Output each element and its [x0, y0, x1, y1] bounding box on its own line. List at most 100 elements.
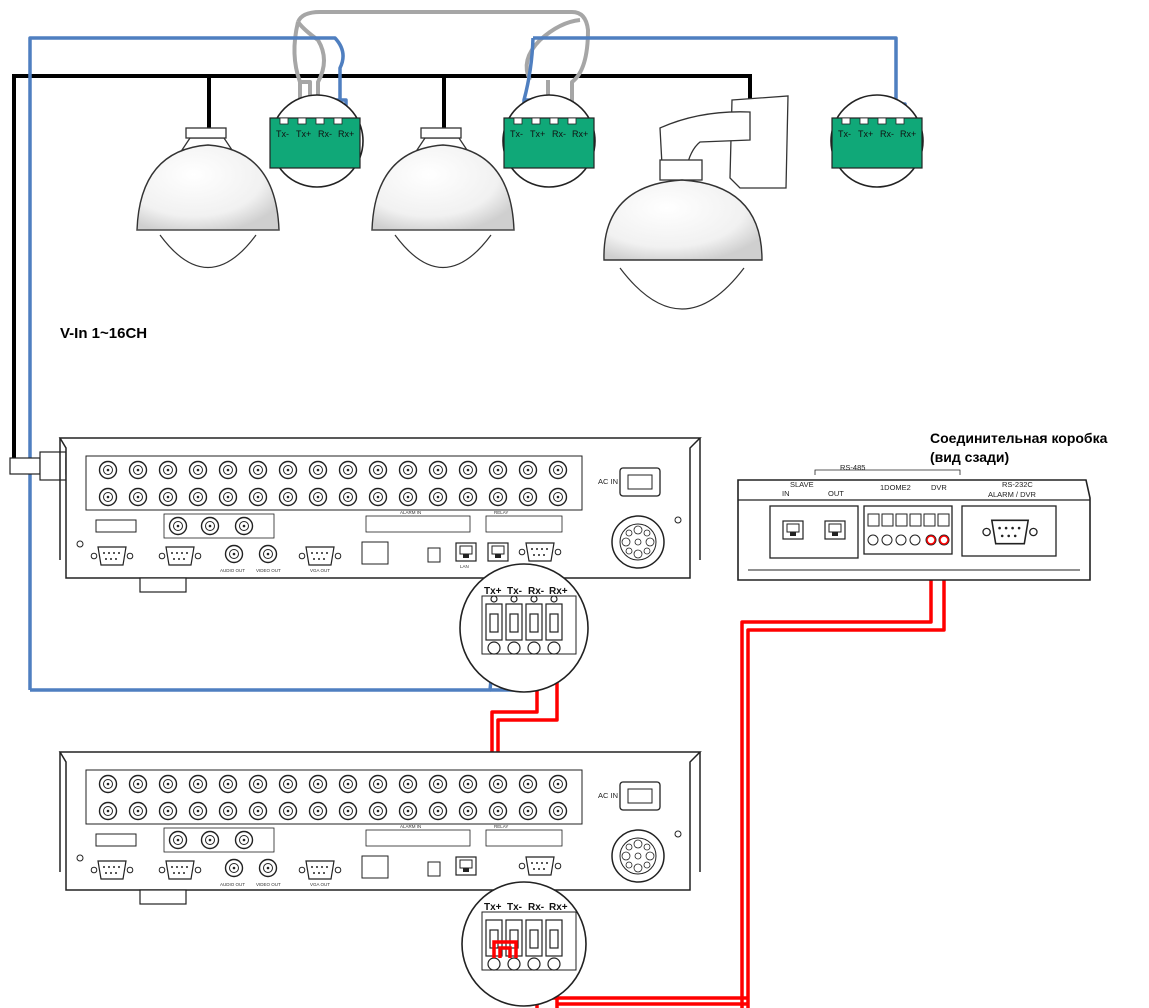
dvr-1-terminal-zoom: Tx+ Tx- Rx- Rx+ [459, 563, 589, 693]
video-input-bnc-icon [248, 460, 268, 480]
video-input-bnc-icon [218, 774, 238, 794]
video-input-bnc-icon [548, 801, 568, 821]
video-input-bnc-icon [488, 774, 508, 794]
dvr-1-lan-label: LAN [460, 564, 469, 569]
dvr-1-rx-plus-label: Rx+ [549, 586, 568, 597]
video-input-bnc-icon [458, 774, 478, 794]
video-input-bnc-icon [188, 801, 208, 821]
camera-3-rx-minus-label: Rx- [880, 129, 894, 139]
video-input-bnc-icon [128, 801, 148, 821]
video-input-label: V-In 1~16CH [60, 325, 147, 342]
video-input-bnc-icon [98, 460, 118, 480]
video-input-bnc-icon [488, 460, 508, 480]
video-input-bnc-icon [488, 487, 508, 507]
dvr-1-tx-minus-label: Tx- [507, 586, 522, 597]
dome-camera-3-wallmount [603, 95, 789, 310]
dvr-2-relay-label: RELAY [494, 824, 508, 829]
video-input-bnc-icon [428, 487, 448, 507]
video-input-bnc-icon [548, 774, 568, 794]
video-input-bnc-icon [458, 801, 478, 821]
video-input-bnc-icon [308, 801, 328, 821]
dvr-2-rx-minus-label: Rx- [528, 902, 544, 913]
dvr-2-terminal-zoom: Tx+ Tx- Rx- Rx+ [461, 881, 587, 1007]
dvr-1-video-out-label: VIDEO OUT [256, 568, 281, 573]
tx-cable-gray [292, 10, 590, 119]
junction-alarm-dvr-label: ALARM / DVR [988, 490, 1037, 499]
video-input-bnc-icon [428, 774, 448, 794]
junction-dvr-label: DVR [931, 483, 947, 492]
video-input-bnc-icon [98, 801, 118, 821]
dvr-unit-2: AC IN AUDIO OUT VIDEO OUT VGA OUT ALARM … [58, 751, 702, 905]
camera-1-rx-plus-label: Rx+ [338, 129, 354, 139]
junction-rs485-label: RS-485 [840, 463, 865, 472]
video-input-bnc-icon [158, 801, 178, 821]
junction-in-label: IN [782, 489, 790, 498]
video-input-bnc-icon [218, 801, 238, 821]
video-input-bnc-icon [398, 487, 418, 507]
dvr-2-vga-out-label: VGA OUT [310, 882, 330, 887]
dvr-1-audio-out-label: AUDIO OUT [220, 568, 245, 573]
camera-3-terminal-zoom: Tx- Tx+ Rx- Rx+ [830, 94, 924, 188]
video-input-bnc-icon [278, 774, 298, 794]
dvr-1-vga-out-label: VGA OUT [310, 568, 330, 573]
video-input-bnc-icon [338, 460, 358, 480]
dvr-2-video-out-label: VIDEO OUT [256, 882, 281, 887]
video-input-bnc-icon [158, 487, 178, 507]
video-input-bnc-icon [128, 774, 148, 794]
camera-2-rx-minus-label: Rx- [552, 129, 566, 139]
camera-2-tx-minus-label: Tx- [510, 129, 523, 139]
camera-3-tx-minus-label: Tx- [838, 129, 851, 139]
camera-2-rx-plus-label: Rx+ [572, 129, 588, 139]
video-input-bnc-icon [98, 774, 118, 794]
video-input-bnc-icon [368, 774, 388, 794]
video-input-bnc-icon [218, 460, 238, 480]
video-input-bnc-icon [368, 460, 388, 480]
video-input-bnc-icon [518, 774, 538, 794]
dvr-1-rx-minus-label: Rx- [528, 586, 544, 597]
video-input-bnc-icon [458, 460, 478, 480]
video-input-bnc-icon [278, 460, 298, 480]
dvr-2-alarm-in-label: ALARM IN [400, 824, 421, 829]
dvr-1-ac-in-label: AC IN [598, 477, 618, 486]
camera-3-rx-plus-label: Rx+ [900, 129, 916, 139]
camera-1-rx-minus-label: Rx- [318, 129, 332, 139]
camera-1-tx-plus-label: Tx+ [296, 129, 311, 139]
junction-slave-label: SLAVE [790, 480, 814, 489]
video-input-bnc-icon [518, 487, 538, 507]
video-input-bnc-icon [488, 801, 508, 821]
video-input-bnc-icon [278, 801, 298, 821]
junction-dvr-terminals [926, 535, 949, 545]
video-input-bnc-icon [98, 487, 118, 507]
video-input-bnc-icon [338, 774, 358, 794]
camera-2-tx-plus-label: Tx+ [530, 129, 545, 139]
camera-1-terminal-zoom: Tx- Tx+ Rx- Rx+ [269, 94, 364, 188]
dvr-2-audio-out-label: AUDIO OUT [220, 882, 245, 887]
dvr-1-tx-plus-label: Tx+ [484, 586, 502, 597]
video-input-bnc-icon [158, 460, 178, 480]
video-input-bnc-icon [338, 801, 358, 821]
video-input-bnc-icon [398, 774, 418, 794]
junction-rs232c-label: RS-232C [1002, 480, 1033, 489]
camera-2-terminal-zoom: Tx- Tx+ Rx- Rx+ [502, 94, 596, 188]
video-input-bnc-icon [458, 487, 478, 507]
video-input-bnc-icon [188, 774, 208, 794]
video-input-bnc-icon [128, 487, 148, 507]
video-input-bnc-icon [548, 487, 568, 507]
video-input-bnc-icon [308, 460, 328, 480]
video-input-bnc-icon [548, 460, 568, 480]
dvr-2-rx-plus-label: Rx+ [549, 902, 568, 913]
video-input-bnc-icon [278, 487, 298, 507]
video-input-bnc-icon [248, 774, 268, 794]
video-input-bnc-icon [428, 801, 448, 821]
dvr-2-tx-plus-label: Tx+ [484, 902, 502, 913]
video-input-bnc-icon [398, 801, 418, 821]
video-input-bnc-icon [368, 487, 388, 507]
junction-out-label: OUT [828, 489, 844, 498]
video-input-bnc-icon [128, 460, 148, 480]
video-input-bnc-icon [368, 801, 388, 821]
dome-camera-1 [136, 127, 280, 269]
video-input-bnc-icon [308, 774, 328, 794]
video-input-bnc-icon [188, 487, 208, 507]
video-input-bnc-icon [518, 460, 538, 480]
